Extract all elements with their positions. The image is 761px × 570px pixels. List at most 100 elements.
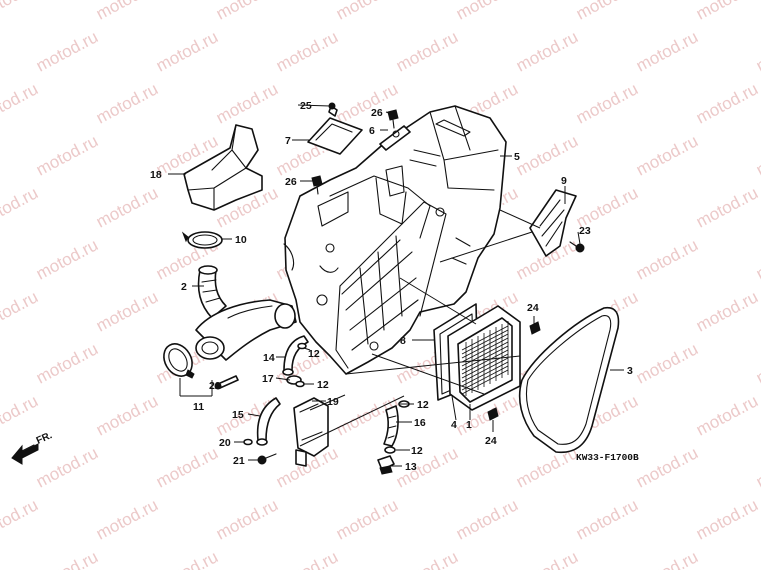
callout-18: 18 xyxy=(150,169,162,181)
callout-4: 4 xyxy=(451,419,457,431)
callout-2: 2 xyxy=(181,281,187,293)
filter-mesh-line xyxy=(461,357,509,383)
watermark-text: motod.ru xyxy=(633,443,701,491)
callout-19: 19 xyxy=(327,396,339,408)
watermark-text: motod.ru xyxy=(93,79,161,127)
filter-mesh-line xyxy=(461,349,509,375)
part-3-seal-gasket xyxy=(518,306,620,454)
leader-lines xyxy=(168,104,624,467)
watermark-text: motod.ru xyxy=(213,495,281,543)
callout-20: 20 xyxy=(219,437,231,449)
watermark-text: motod.ru xyxy=(633,27,701,75)
callout-11: 11 xyxy=(193,401,204,413)
watermark-text: motod.ru xyxy=(513,27,581,75)
part-9-small-cover xyxy=(529,189,577,257)
watermark-text: motod.ru xyxy=(633,131,701,179)
watermark-text: motod.ru xyxy=(213,0,281,24)
part-12-ring-b xyxy=(295,380,305,388)
callout-3: 3 xyxy=(627,365,633,377)
part-26-bolt-left xyxy=(311,175,323,195)
callout-10: 10 xyxy=(235,234,247,246)
part-26-bolt-top xyxy=(387,109,399,129)
front-marker-text: FR. xyxy=(35,430,54,447)
filter-mesh-line xyxy=(461,337,509,363)
watermark-text: motod.ru xyxy=(453,495,521,543)
watermark-text: motod.ru xyxy=(153,547,221,570)
watermark-text: motod.ru xyxy=(273,27,341,75)
watermark-text: motod.ru xyxy=(693,0,761,24)
watermark-text: motod.ru xyxy=(33,131,101,179)
watermark-text: motod.ru xyxy=(153,27,221,75)
filter-mesh-line xyxy=(461,365,509,391)
watermark-text: motod.ru xyxy=(273,547,341,570)
part-24-screw-b xyxy=(487,407,499,421)
callout-23: 23 xyxy=(579,225,591,237)
callout-16: 16 xyxy=(414,417,426,429)
callout-7: 7 xyxy=(285,135,291,147)
callout-labels: 18 10 2 22 11 25 26 6 7 26 5 9 23 24 8 3… xyxy=(150,100,633,473)
watermark-text: motod.ru xyxy=(513,547,581,570)
part-20-clip xyxy=(243,438,253,446)
callout-6: 6 xyxy=(369,125,375,137)
part-13-drain-plug xyxy=(377,455,395,475)
watermark-text: motod.ru xyxy=(753,547,761,570)
watermark-text: motod.ru xyxy=(693,495,761,543)
callout-13: 13 xyxy=(405,461,417,473)
watermark-text: motod.ru xyxy=(93,287,161,335)
callout-8: 8 xyxy=(400,335,406,347)
part-24-screw-a xyxy=(529,321,541,335)
watermark-text: motod.ru xyxy=(33,339,101,387)
watermark-text: motod.ru xyxy=(333,0,401,24)
part-1-filter-element xyxy=(447,305,521,411)
watermark-text: motod.ru xyxy=(33,27,101,75)
filter-mesh-line xyxy=(461,325,509,351)
watermark-text: motod.ru xyxy=(0,183,41,231)
watermark-text: motod.ru xyxy=(753,443,761,491)
part-12-ring-a xyxy=(297,342,307,350)
watermark-text: motod.ru xyxy=(633,339,701,387)
callout-21: 21 xyxy=(233,455,245,467)
part-21-screw xyxy=(257,453,277,465)
watermark-text: motod.ru xyxy=(633,235,701,283)
part-18-duct-cover xyxy=(183,124,263,211)
callout-25: 25 xyxy=(300,100,312,112)
diagram-code: KW33-F1700B xyxy=(576,452,639,463)
watermark-text: motod.ru xyxy=(0,79,41,127)
watermark-text: motod.ru xyxy=(153,443,221,491)
watermark-text: motod.ru xyxy=(33,443,101,491)
watermark-text: motod.ru xyxy=(333,495,401,543)
watermark-text: motod.ru xyxy=(573,0,641,24)
callout-12-c: 12 xyxy=(417,399,429,411)
callout-14: 14 xyxy=(263,352,275,364)
watermark-text: motod.ru xyxy=(573,495,641,543)
watermark-text: motod.ru xyxy=(33,547,101,570)
part-16-drain-tube xyxy=(383,405,399,447)
watermark-text: motod.ru xyxy=(693,391,761,439)
filter-mesh-line xyxy=(461,341,509,367)
filter-mesh-line xyxy=(461,345,509,371)
front-direction-arrow: FR. xyxy=(11,430,54,465)
watermark-text: motod.ru xyxy=(693,79,761,127)
watermark-text: motod.ru xyxy=(393,547,461,570)
callout-24-lower: 24 xyxy=(485,435,497,447)
watermark-text: motod.ru xyxy=(513,131,581,179)
watermark-text: motod.ru xyxy=(753,339,761,387)
callout-9: 9 xyxy=(561,175,567,187)
watermark-text: motod.ru xyxy=(453,0,521,24)
watermark-text: motod.ru xyxy=(573,79,641,127)
watermark-text: motod.ru xyxy=(693,183,761,231)
part-7-cover-plate xyxy=(307,117,363,155)
part-11-intake-clamp xyxy=(163,343,195,379)
filter-mesh-line xyxy=(461,333,509,359)
part-19-drain-plug xyxy=(293,397,329,467)
watermark-text: motod.ru xyxy=(0,0,41,24)
part-12-ring-d xyxy=(384,446,396,454)
callout-1: 1 xyxy=(466,419,472,431)
watermark-text: motod.ru xyxy=(393,27,461,75)
callout-26-left: 26 xyxy=(285,176,297,188)
filter-mesh xyxy=(461,321,509,396)
watermark-text: motod.ru xyxy=(753,27,761,75)
part-10-clamp xyxy=(181,231,223,249)
callout-22: 22 xyxy=(209,380,221,392)
